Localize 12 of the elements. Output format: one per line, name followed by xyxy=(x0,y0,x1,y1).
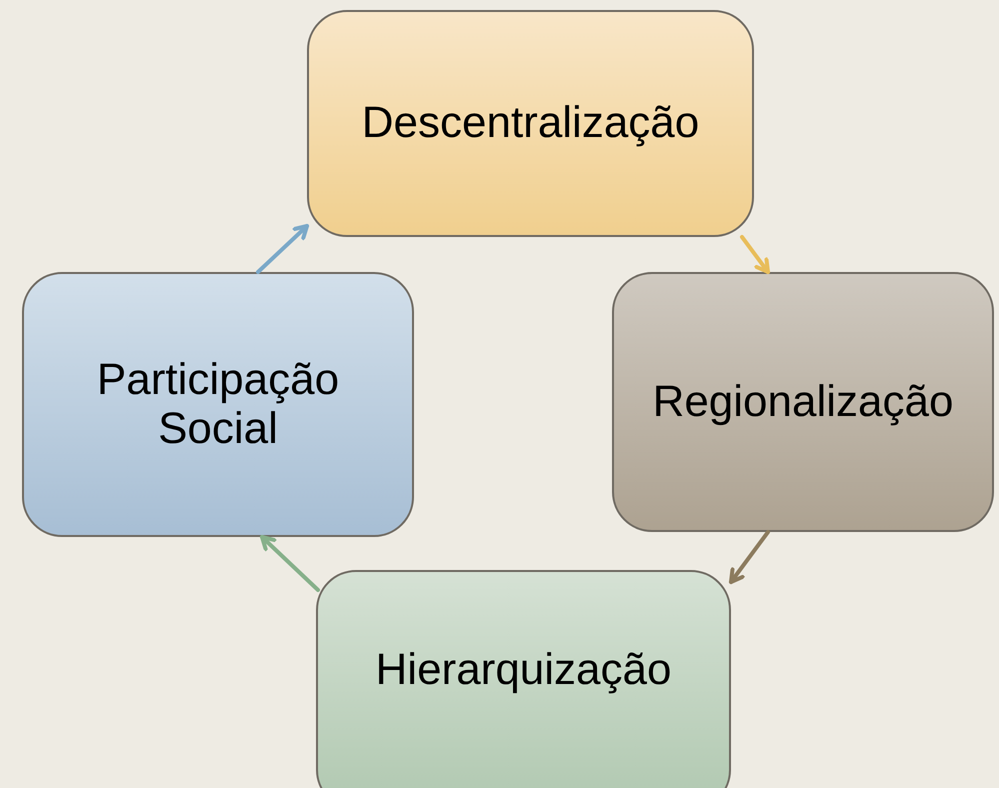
arrow xyxy=(740,235,770,274)
box-label: Regionalização xyxy=(652,378,954,426)
arrow xyxy=(256,224,309,274)
rounded-box xyxy=(612,272,994,532)
arrow xyxy=(260,535,320,592)
box-label: Participação Social xyxy=(96,356,340,453)
box-label: Hierarquização xyxy=(376,646,672,694)
box-label: Descentralização xyxy=(362,99,700,148)
arrow xyxy=(729,530,770,584)
rounded-box xyxy=(307,10,754,237)
rounded-box xyxy=(22,272,414,537)
rounded-box xyxy=(316,570,731,788)
